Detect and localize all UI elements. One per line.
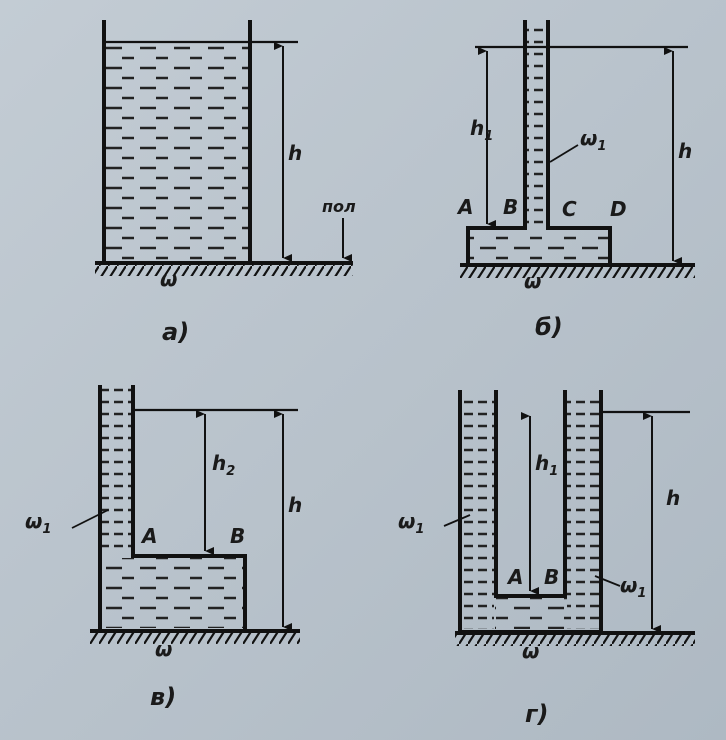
label-h: h xyxy=(288,493,302,517)
caption-b: б) xyxy=(535,313,563,341)
label-A: A xyxy=(506,565,523,589)
label-A: A xyxy=(140,524,157,548)
panel-a: h пол ω а) xyxy=(95,20,356,346)
label-h: h xyxy=(678,139,692,163)
caption-d: г) xyxy=(525,700,549,728)
label-B: B xyxy=(230,524,245,548)
label-floor: пол xyxy=(322,197,356,216)
bottom-liquid xyxy=(495,598,567,629)
label-h1: h1 xyxy=(535,451,558,479)
label-h: h xyxy=(666,486,680,510)
label-omega1-right: ω1 xyxy=(620,573,646,601)
omega1-leader xyxy=(71,509,109,529)
panel-b: h1 ω1 h A B C D ω б) xyxy=(456,20,695,341)
label-omega: ω xyxy=(155,637,172,661)
base-liquid xyxy=(470,230,608,262)
base-liquid xyxy=(102,558,243,628)
omega1-leader xyxy=(549,144,579,163)
tube-liquid xyxy=(102,388,132,556)
label-omega1-left: ω1 xyxy=(398,509,424,537)
label-B: B xyxy=(544,565,559,589)
panel-c: h2 h ω1 A B ω в) xyxy=(25,385,302,711)
floor-hatching xyxy=(90,631,300,644)
liquid xyxy=(105,44,248,260)
tube-liquid xyxy=(527,22,547,230)
label-h: h xyxy=(288,141,302,165)
label-omega1: ω1 xyxy=(580,126,606,154)
label-B: B xyxy=(503,195,518,219)
omega1-right-leader xyxy=(594,575,621,587)
label-A: A xyxy=(456,195,473,219)
floor-hatching xyxy=(95,263,353,276)
vessel-walls xyxy=(98,385,247,630)
caption-c: в) xyxy=(150,683,176,711)
vessel-walls xyxy=(466,20,612,264)
label-omega: ω xyxy=(524,269,541,293)
label-h2: h2 xyxy=(212,451,235,479)
label-omega: ω xyxy=(522,639,539,663)
label-omega: ω xyxy=(160,267,177,291)
panel-d: h1 h ω1 ω1 A B ω г) xyxy=(398,390,695,728)
vessel-walls xyxy=(102,20,252,262)
left-tube-liquid xyxy=(462,393,494,629)
caption-a: а) xyxy=(162,318,189,346)
label-omega1: ω1 xyxy=(25,509,51,537)
omega1-left-leader xyxy=(443,514,471,527)
floor-hatching xyxy=(455,633,695,646)
right-tube-liquid xyxy=(567,393,599,629)
label-h1: h1 xyxy=(470,116,493,144)
label-D: D xyxy=(610,197,627,221)
floor-hatching xyxy=(460,265,695,278)
label-C: C xyxy=(562,197,577,221)
